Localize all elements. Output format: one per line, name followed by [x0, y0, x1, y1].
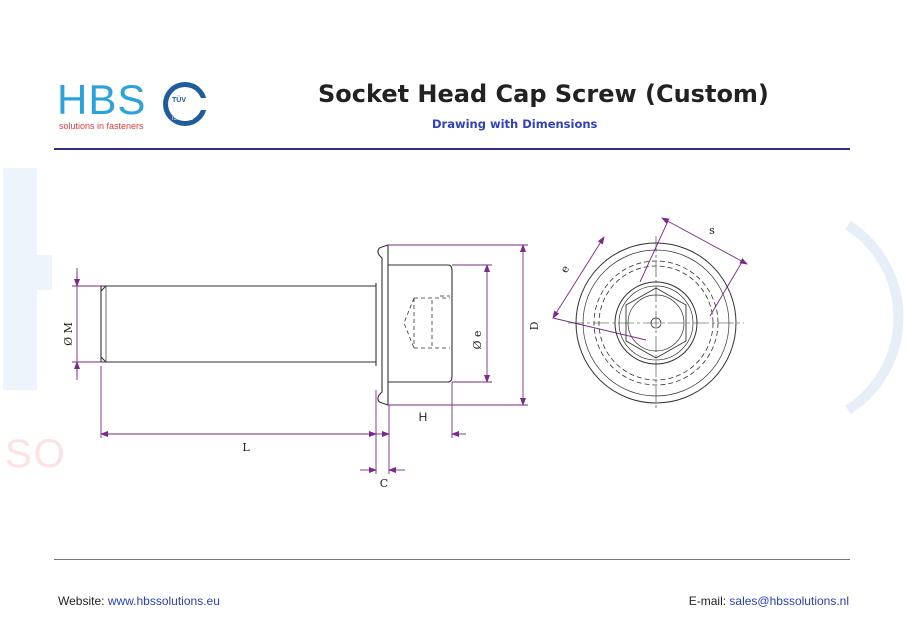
label-chamfer: C	[380, 477, 388, 490]
end-view	[568, 236, 744, 410]
footer-divider	[54, 559, 850, 560]
label-end-view-e: e	[558, 263, 572, 275]
footer-website: Website: www.hbssolutions.eu	[58, 594, 220, 608]
logo-letters: HBS	[57, 76, 147, 123]
website-link[interactable]: www.hbssolutions.eu	[107, 594, 220, 608]
badge-line1: TÜV	[172, 95, 186, 104]
certification-badge-icon: TÜV ISO 9001	[163, 82, 209, 126]
side-view	[100, 244, 453, 406]
watermark-bar-left	[3, 168, 37, 390]
logo-tagline: solutions in fasteners	[59, 121, 144, 131]
footer-email: E-mail: sales@hbssolutions.nl	[689, 594, 849, 608]
watermark-arc	[845, 220, 904, 415]
header-divider	[54, 148, 850, 150]
page-title: Socket Head Cap Screw (Custom)	[318, 80, 769, 108]
label-diameter-e: Ø e	[471, 330, 484, 349]
label-diameter-m: Ø M	[62, 322, 75, 346]
website-label: Website:	[58, 594, 108, 608]
label-diameter-d: D	[528, 321, 541, 330]
label-length: L	[242, 441, 250, 454]
watermark-bar-top	[37, 255, 52, 290]
email-label: E-mail:	[688, 594, 730, 608]
label-head-height: H	[419, 410, 428, 424]
company-logo: HBS TÜV ISO 9001 solutions in fasteners	[57, 78, 217, 136]
page-subtitle: Drawing with Dimensions	[432, 117, 598, 131]
watermark-text: SO	[5, 432, 67, 476]
dimension-lines	[72, 217, 748, 474]
email-link[interactable]: sales@hbssolutions.nl	[729, 594, 849, 608]
label-end-view-s: s	[709, 224, 715, 237]
badge-line2: ISO 9001	[172, 116, 193, 122]
